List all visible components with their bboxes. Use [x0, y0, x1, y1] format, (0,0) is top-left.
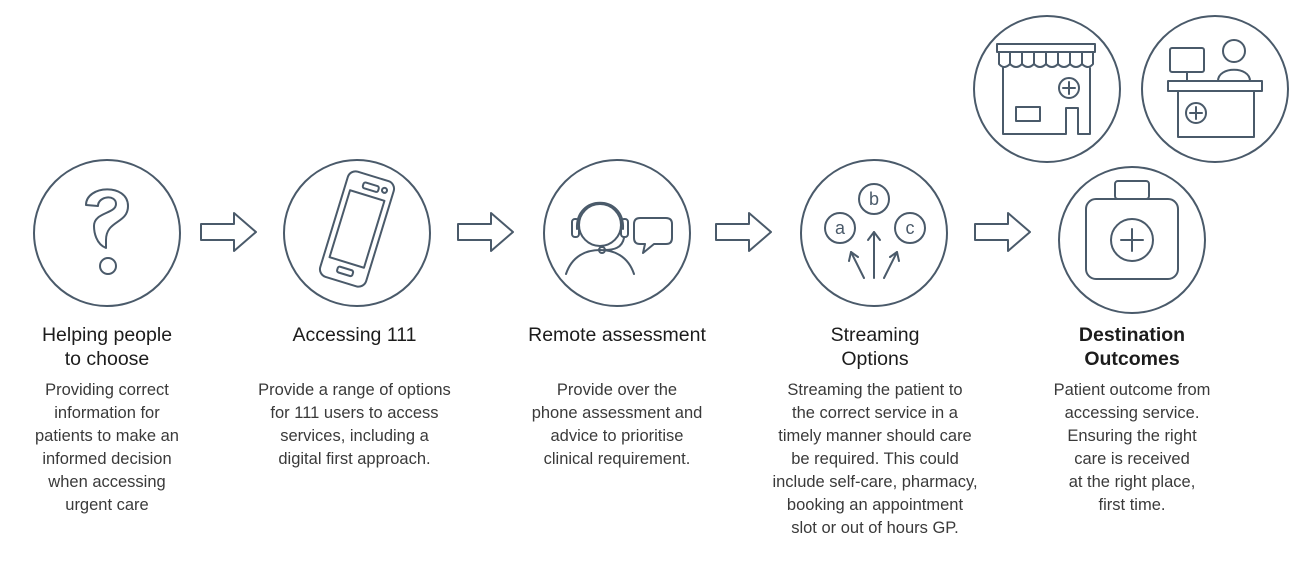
- question-mark-icon: [33, 159, 181, 307]
- step-helping-people: Helping people to choose Providing corre…: [7, 323, 207, 517]
- pharmacy-icon: [973, 15, 1121, 163]
- step-destination-outcomes: Destination Outcomes Patient outcome fro…: [1022, 323, 1242, 517]
- step-title: Destination Outcomes: [1078, 324, 1186, 370]
- step-title: Accessing 111: [292, 324, 417, 346]
- option-a-label: a: [835, 218, 846, 238]
- streaming-options-icon: [800, 159, 948, 307]
- arrow-icon: [200, 212, 257, 252]
- step-title: Remote assessment: [528, 324, 706, 346]
- process-diagram: b a c: [33, 15, 1289, 314]
- step-accessing-111: Accessing 111 Provide a range of options…: [222, 323, 487, 471]
- arrow-icon: [457, 212, 514, 252]
- headset-operator-icon: [543, 159, 691, 307]
- option-b-label: b: [869, 189, 879, 209]
- medical-kit-icon: [1058, 166, 1206, 314]
- arrow-icon: [715, 212, 772, 252]
- smartphone-icon: [283, 159, 431, 307]
- step-title: Helping people to choose: [41, 324, 173, 370]
- step-streaming-options: Streaming Options Streaming the patient …: [740, 323, 1010, 540]
- option-c-label: c: [906, 218, 915, 238]
- step-title: Streaming Options: [830, 324, 920, 370]
- reception-desk-icon: [1141, 15, 1289, 163]
- arrow-icon: [974, 212, 1031, 252]
